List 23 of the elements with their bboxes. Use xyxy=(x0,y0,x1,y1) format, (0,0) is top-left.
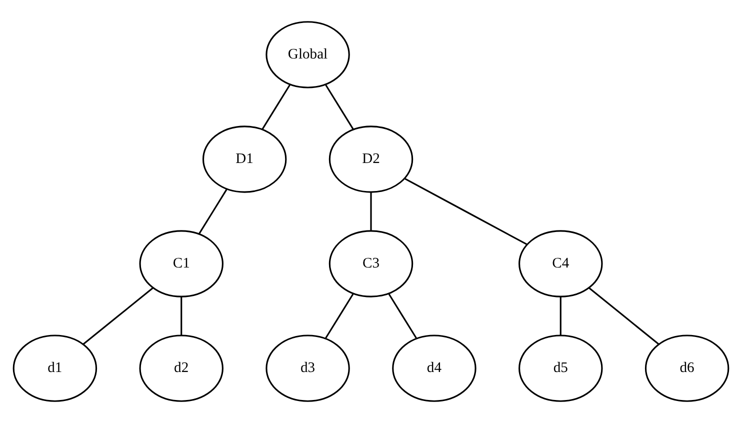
node-ellipse: d4 xyxy=(392,334,476,402)
connector xyxy=(262,84,291,130)
node-ellipse: d3 xyxy=(266,334,350,402)
connector xyxy=(388,294,418,339)
node-ellipse: C3 xyxy=(328,230,414,298)
node-ellipse: Global xyxy=(266,21,350,88)
node-ellipse: C1 xyxy=(139,230,224,298)
connector xyxy=(198,189,228,234)
node-ellipse: d1 xyxy=(12,334,98,402)
node-ellipse: d2 xyxy=(139,334,224,402)
connector xyxy=(370,192,372,231)
node-ellipse: d6 xyxy=(644,334,730,402)
connector xyxy=(404,178,528,246)
connector xyxy=(180,296,182,336)
node-ellipse: D1 xyxy=(202,126,287,193)
connector xyxy=(82,287,154,345)
connector xyxy=(325,84,354,130)
node-ellipse: D2 xyxy=(328,126,414,193)
node-ellipse: d5 xyxy=(518,334,603,402)
connector xyxy=(324,294,354,339)
node-ellipse: C4 xyxy=(518,230,603,298)
connector xyxy=(588,287,660,345)
connector xyxy=(560,296,562,336)
